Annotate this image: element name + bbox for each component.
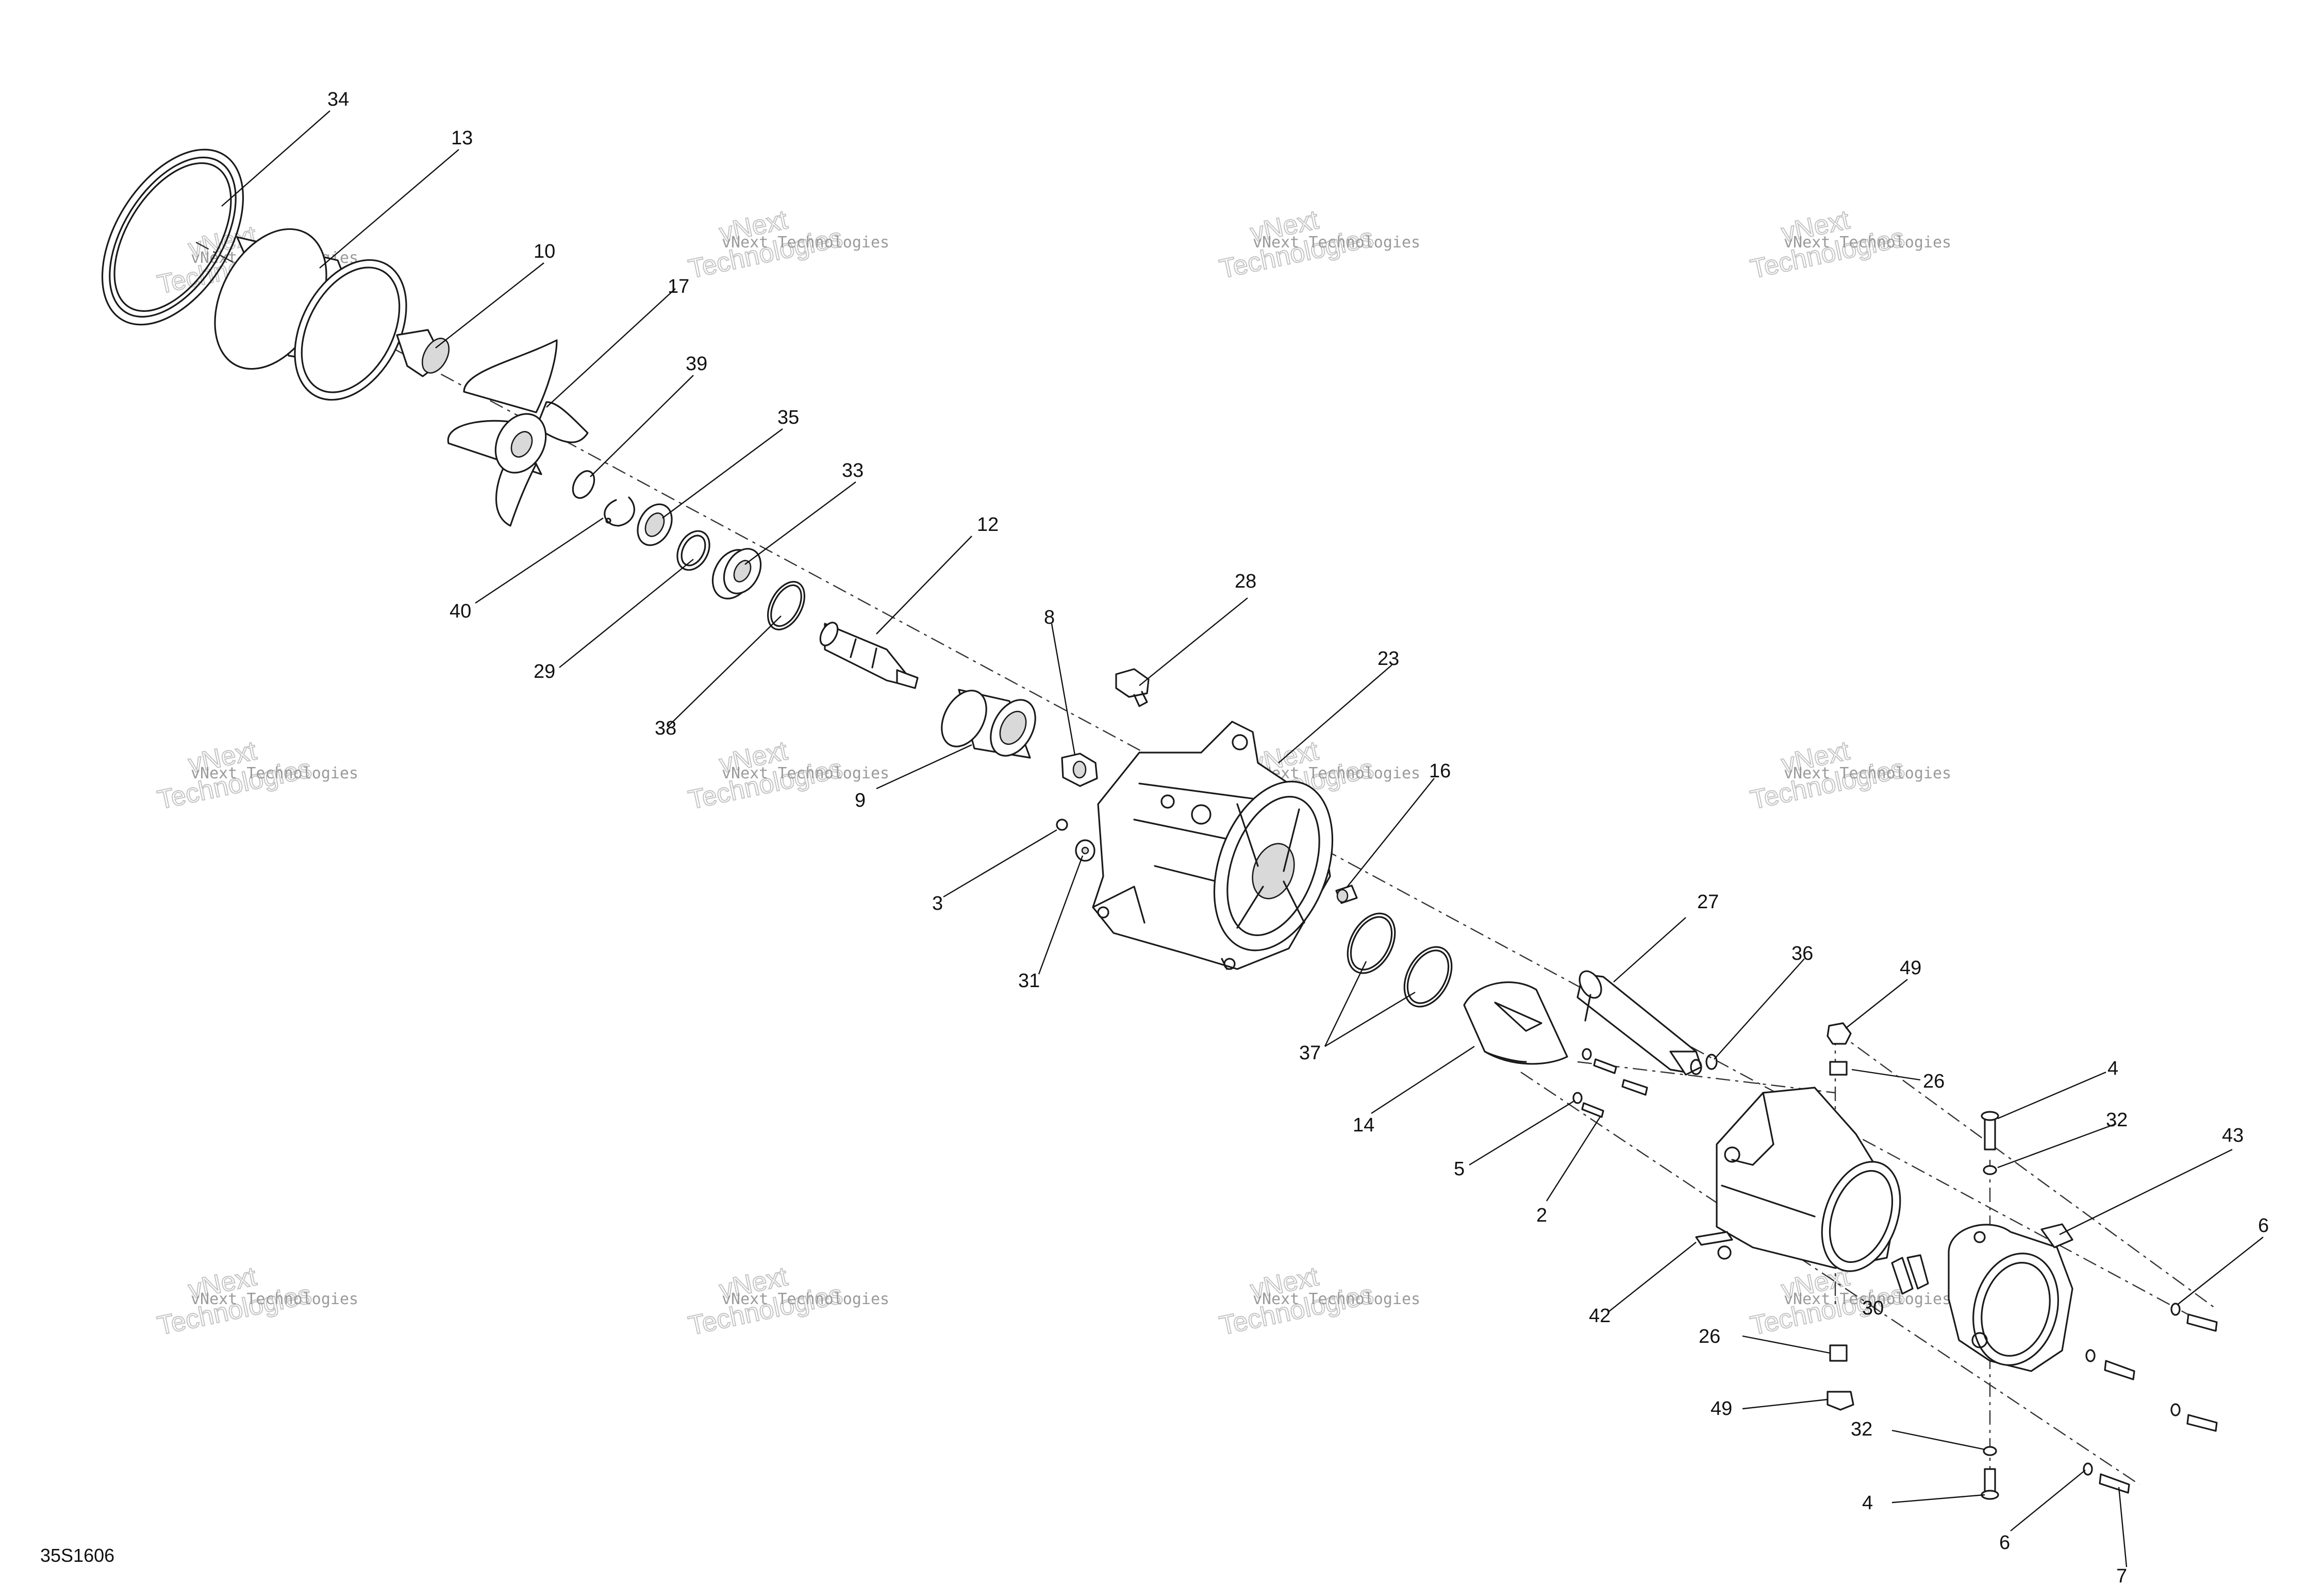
watermark-11: vNext Technologies vNext Technologies	[1216, 1261, 1420, 1341]
callout-34: 34	[327, 89, 349, 110]
callout-31: 31	[1018, 970, 1040, 992]
callout-35: 35	[777, 407, 799, 428]
part-2-screws	[1581, 1058, 1648, 1118]
part-6-7-nozzle-bolts	[2083, 1303, 2218, 1494]
svg-text:vNext Technologies: vNext Technologies	[1784, 234, 1951, 252]
watermark-5: vNext Technologies vNext Technologies	[154, 735, 358, 815]
callout-5: 5	[1454, 1158, 1465, 1180]
part-49-26-pivot-bushings	[1827, 1022, 1854, 1411]
callout-49-top: 49	[1900, 957, 1921, 979]
callout-8: 8	[1044, 607, 1055, 628]
part-34-seal-ring	[101, 148, 244, 326]
part-10-impeller-cone	[396, 329, 450, 377]
svg-text:vNext Technologies: vNext Technologies	[1253, 234, 1420, 252]
callout-32-bottom: 32	[1851, 1419, 1872, 1440]
part-30-clips	[1891, 1254, 1929, 1295]
svg-text:vNext Technologies: vNext Technologies	[1784, 764, 1951, 782]
part-9-bearing-sleeve	[941, 689, 1036, 759]
callout-26-top: 26	[1923, 1071, 1945, 1092]
callout-7: 7	[2116, 1565, 2127, 1584]
part-29-ring	[676, 530, 710, 571]
watermark-8: vNext Technologies vNext Technologies	[1747, 735, 1951, 815]
part-5-washers	[1572, 1048, 1592, 1104]
part-13-wear-ring	[214, 228, 407, 401]
callout-39: 39	[686, 353, 707, 375]
callout-36: 36	[1791, 943, 1813, 964]
callout-2: 2	[1536, 1205, 1547, 1226]
callout-23: 23	[1377, 648, 1399, 670]
callout-40: 40	[450, 601, 471, 622]
part-43-steering-nozzle	[1948, 1223, 2073, 1372]
watermark-2: vNext Technologies vNext Technologies	[685, 204, 889, 285]
callout-labels: 34 13 10 17 39 35 33 40 29 12 38 28 8 23…	[327, 89, 2269, 1584]
callout-42: 42	[1589, 1305, 1611, 1327]
callout-33: 33	[842, 460, 864, 481]
callout-17: 17	[668, 276, 689, 297]
part-33-bearing	[711, 548, 762, 599]
part-12-impeller-shaft	[819, 622, 919, 689]
callout-10: 10	[534, 241, 555, 262]
watermark-10: vNext Technologies vNext Technologies	[685, 1261, 889, 1341]
callout-26-bottom: 26	[1699, 1326, 1720, 1347]
part-23-pump-housing	[1092, 721, 1334, 970]
svg-text:vNext Technologies: vNext Technologies	[191, 1290, 358, 1308]
svg-text:vNext Technologies: vNext Technologies	[722, 234, 889, 252]
watermark-4: vNext Technologies vNext Technologies	[1747, 204, 1951, 285]
part-8-hex-nut	[1061, 753, 1098, 787]
callout-6-top: 6	[2258, 1215, 2269, 1237]
svg-text:vNext Technologies: vNext Technologies	[1253, 1290, 1420, 1308]
watermark-9: vNext Technologies vNext Technologies	[154, 1261, 358, 1341]
part-28-drain-plug	[1115, 668, 1150, 707]
callout-38: 38	[655, 718, 676, 739]
part-27-tube	[1576, 970, 1702, 1076]
part-35-seal	[637, 503, 673, 546]
callout-30: 30	[1862, 1297, 1884, 1319]
svg-text:vNext Technologies: vNext Technologies	[722, 764, 889, 782]
callout-4-top: 4	[2107, 1058, 2118, 1079]
callout-37: 37	[1299, 1042, 1321, 1064]
part-37-o-rings	[1347, 912, 1453, 1008]
callout-49-bottom: 49	[1711, 1398, 1732, 1420]
part-3-small-screw	[1056, 819, 1068, 831]
callout-29: 29	[534, 661, 555, 682]
svg-text:vNext Technologies: vNext Technologies	[191, 764, 358, 782]
svg-text:vNext Technologies: vNext Technologies	[722, 1290, 889, 1308]
callout-28: 28	[1235, 571, 1256, 592]
callout-13: 13	[451, 127, 473, 149]
callout-3: 3	[932, 893, 943, 914]
callout-16: 16	[1429, 760, 1451, 782]
callout-27: 27	[1697, 891, 1719, 913]
callout-43: 43	[2222, 1125, 2244, 1146]
part-4-32-pivot-bolts	[1981, 1111, 1999, 1500]
figure-reference: 35S1606	[40, 1545, 114, 1566]
part-16-bushing	[1335, 885, 1358, 904]
part-40-circlip	[604, 496, 635, 527]
callout-12: 12	[977, 514, 999, 536]
callout-32-top: 32	[2106, 1109, 2128, 1131]
part-36-small-o-rings	[1690, 1054, 1718, 1075]
part-31-washer	[1075, 839, 1095, 862]
part-14-cone-cover	[1463, 981, 1568, 1065]
part-42-venturi-housing	[1695, 1087, 1901, 1272]
part-38-o-ring	[767, 581, 805, 630]
callout-14: 14	[1353, 1114, 1374, 1136]
callout-9: 9	[855, 790, 866, 811]
svg-text:vNext Technologies: vNext Technologies	[1784, 1290, 1951, 1308]
callout-4-bottom: 4	[1862, 1492, 1873, 1514]
watermark-3: vNext Technologies vNext Technologies	[1216, 204, 1420, 285]
part-39-o-ring	[572, 470, 595, 499]
leader-lines	[221, 110, 2264, 1568]
callout-6-bottom: 6	[1999, 1532, 2010, 1554]
part-17-impeller	[447, 339, 589, 527]
